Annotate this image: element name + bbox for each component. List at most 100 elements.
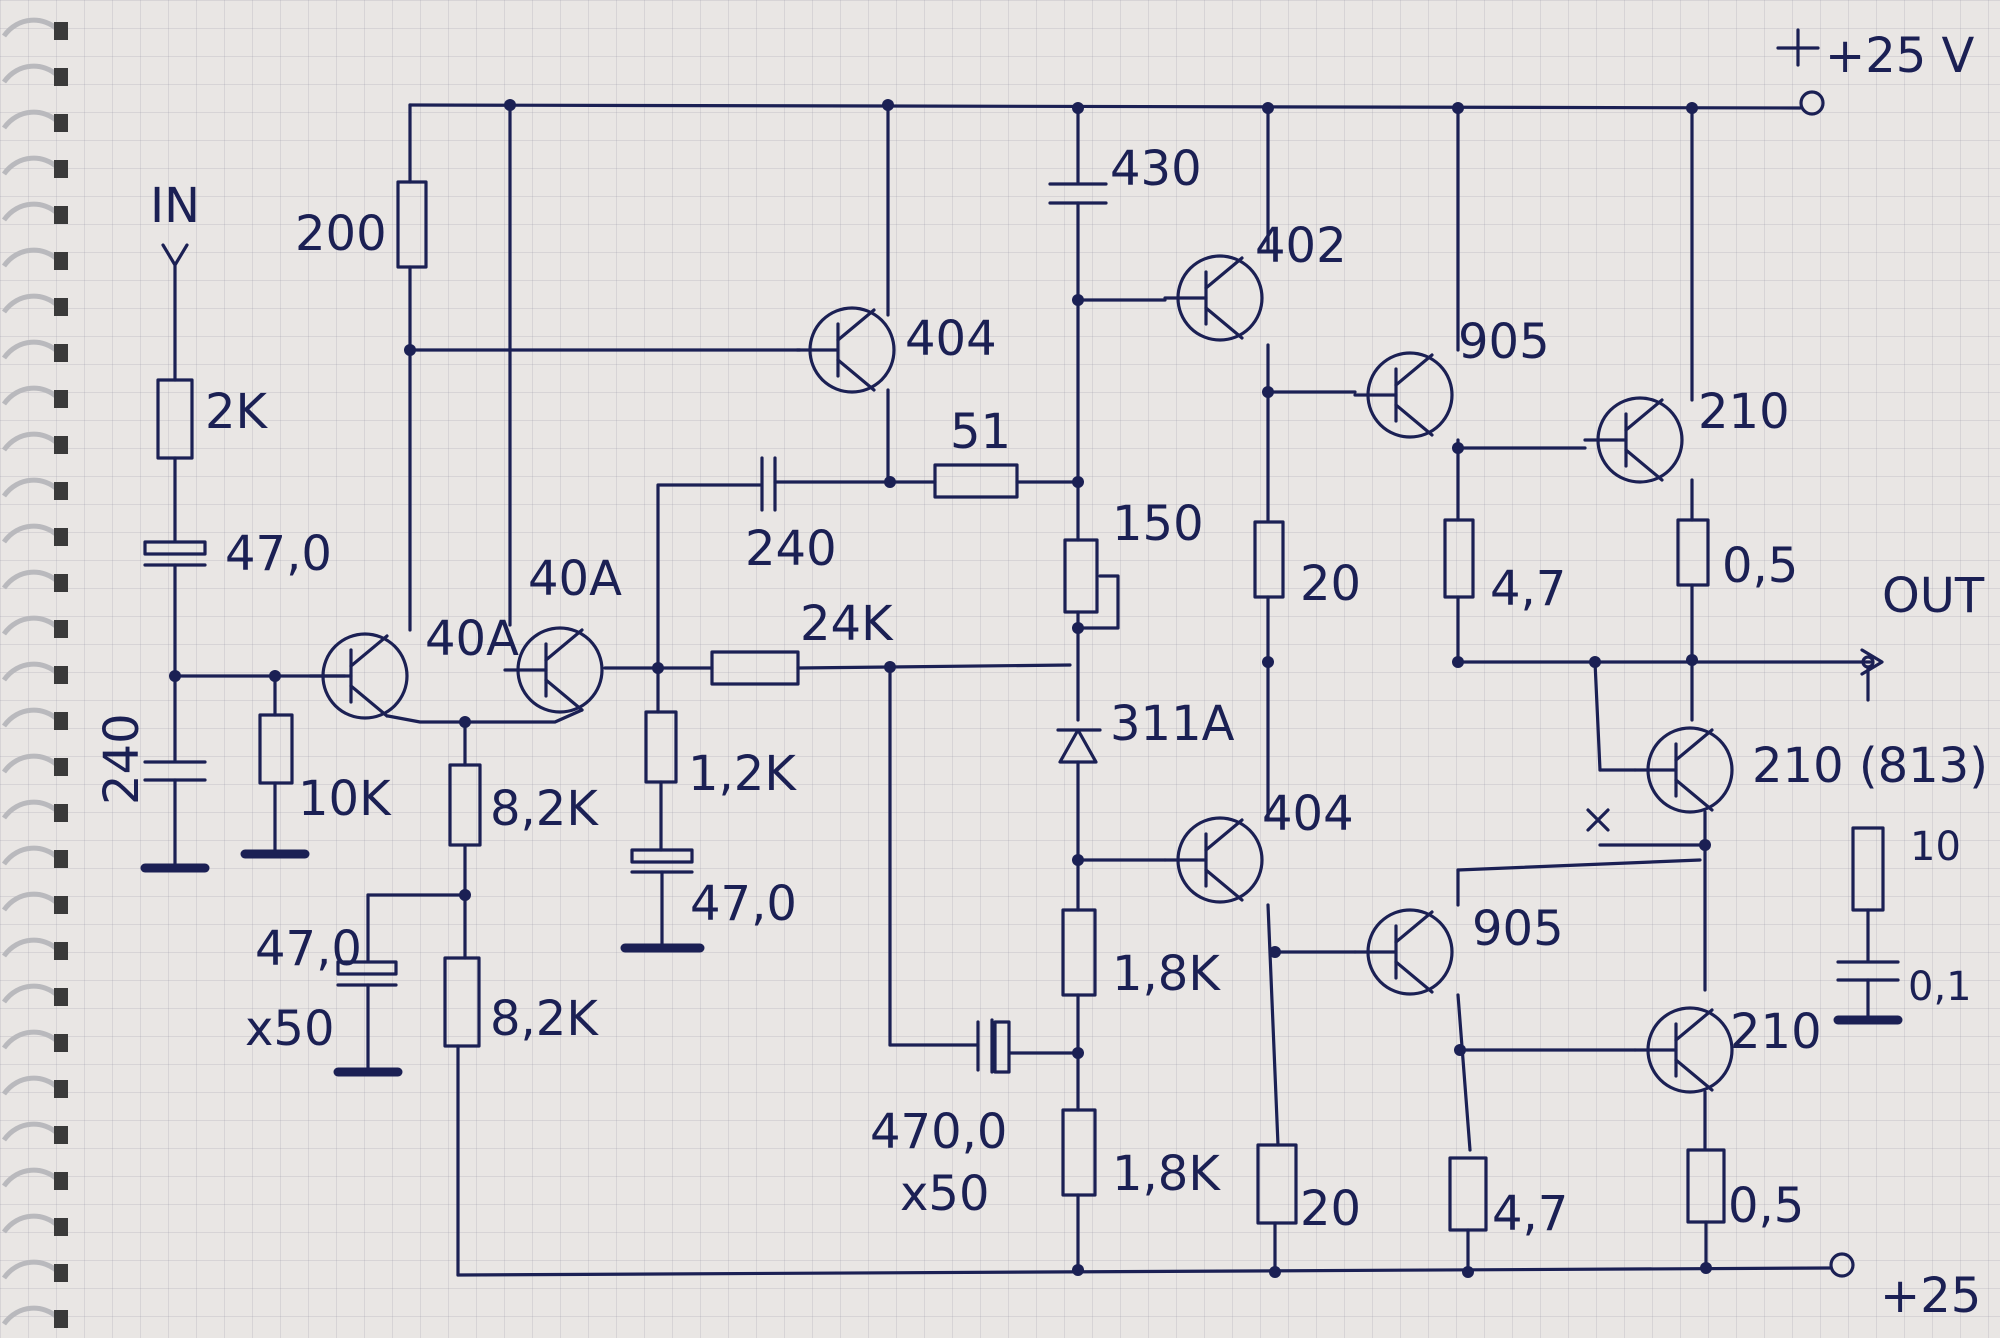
spiral-hole <box>54 482 68 500</box>
label-r-05-top: 0,5 <box>1722 538 1798 594</box>
label-c-tail: 47,0 <box>255 921 362 977</box>
label-q-out-mid: 210 (813) <box>1752 738 1988 794</box>
spiral-hole <box>54 942 68 960</box>
spiral-binding <box>1 17 68 1328</box>
spiral-hole <box>54 114 68 132</box>
output-stage <box>1456 102 1884 1274</box>
spiral-hole <box>54 1080 68 1098</box>
driver-stage <box>1076 102 1298 1278</box>
positive-rail <box>408 28 1825 116</box>
spiral-ring <box>1 799 60 820</box>
spiral-hole <box>54 436 68 454</box>
spiral-hole <box>54 1126 68 1144</box>
label-c-boot-v: x50 <box>900 1166 989 1222</box>
bias-chain <box>1048 102 1120 1276</box>
spiral-ring <box>1 569 60 590</box>
label-supply-neg: +25 <box>1880 1268 1981 1324</box>
label-c-tail-v: x50 <box>245 1001 334 1057</box>
spiral-hole <box>54 1218 68 1236</box>
spiral-hole <box>54 1264 68 1282</box>
label-c-boot: 470,0 <box>870 1104 1007 1160</box>
spiral-hole <box>54 712 68 730</box>
spiral-ring <box>1 1259 60 1280</box>
spiral-ring <box>1 845 60 866</box>
label-r-bias2: 1,8K <box>1112 1146 1221 1202</box>
spiral-ring <box>1 247 60 268</box>
spiral-ring <box>1 983 60 1004</box>
spiral-ring <box>1 431 60 452</box>
label-zobel-c: 0,1 <box>1908 964 1972 1010</box>
label-r-200: 200 <box>295 206 387 262</box>
spiral-hole <box>54 804 68 822</box>
spiral-hole <box>54 528 68 546</box>
spiral-ring <box>1 661 60 682</box>
label-r-in: 2K <box>205 384 269 440</box>
label-r-tail1: 8,2K <box>490 781 599 837</box>
label-q-out-bot: 210 <box>1730 1004 1822 1060</box>
spiral-ring <box>1 753 60 774</box>
spiral-ring <box>1 937 60 958</box>
label-input: IN <box>150 178 200 234</box>
label-r-20-top: 20 <box>1300 556 1361 612</box>
label-r-24k: 24K <box>800 596 894 652</box>
label-r-47-top: 4,7 <box>1490 561 1566 617</box>
spiral-hole <box>54 574 68 592</box>
label-output: OUT <box>1882 568 1985 624</box>
spiral-ring <box>1 17 60 38</box>
spiral-ring <box>1 1121 60 1142</box>
spiral-ring <box>1 1029 60 1050</box>
label-c-240: 240 <box>745 521 837 577</box>
spiral-hole <box>54 620 68 638</box>
predriver-stage <box>1266 102 1702 1278</box>
spiral-hole <box>54 298 68 316</box>
vas-stage <box>795 99 1080 1074</box>
label-r-fb: 1,2K <box>688 746 797 802</box>
spiral-hole <box>54 22 68 40</box>
label-r-05-bot: 0,5 <box>1728 1178 1804 1234</box>
spiral-ring <box>1 155 60 176</box>
spiral-hole <box>54 1034 68 1052</box>
spiral-hole <box>54 1310 68 1328</box>
spiral-ring <box>1 63 60 84</box>
zobel-network <box>1833 665 1903 1025</box>
spiral-hole <box>54 666 68 684</box>
spiral-hole <box>54 206 68 224</box>
spiral-hole <box>54 344 68 362</box>
label-pot-150: 150 <box>1112 496 1204 552</box>
input-section <box>140 243 347 873</box>
spiral-hole <box>54 758 68 776</box>
label-q-pre-bot: 905 <box>1472 901 1564 957</box>
label-r-tail2: 8,2K <box>490 991 599 1047</box>
spiral-hole <box>54 252 68 270</box>
label-r-bias1: 1,8K <box>1112 946 1221 1002</box>
spiral-ring <box>1 523 60 544</box>
spiral-ring <box>1 891 60 912</box>
spiral-ring <box>1 1075 60 1096</box>
label-q-drv-top: 402 <box>1255 218 1347 274</box>
feedback-network <box>603 456 1072 953</box>
label-c-in: 47,0 <box>225 526 332 582</box>
spiral-ring <box>1 1213 60 1234</box>
label-q-drv-bot: 404 <box>1262 786 1354 842</box>
diff-pair <box>308 99 802 1277</box>
spiral-hole <box>54 160 68 178</box>
spiral-ring <box>1 615 60 636</box>
label-r-51: 51 <box>950 404 1011 460</box>
label-q-vas: 404 <box>905 311 997 367</box>
spiral-ring <box>1 109 60 130</box>
spiral-ring <box>1 293 60 314</box>
spiral-ring <box>1 1167 60 1188</box>
component-labels: +25 V +25 IN OUT 2K 47,0 240 10K 200 40A… <box>94 28 1988 1324</box>
spiral-hole <box>54 850 68 868</box>
spiral-ring <box>1 477 60 498</box>
label-r-47-bot: 4,7 <box>1492 1186 1568 1242</box>
label-c-240-in: 240 <box>94 713 150 805</box>
spiral-ring <box>1 201 60 222</box>
spiral-hole <box>54 1172 68 1190</box>
label-q-diff2: 40A <box>528 551 622 607</box>
label-c-430: 430 <box>1110 141 1202 197</box>
negative-rail <box>456 1252 1855 1278</box>
label-r-10k: 10K <box>298 771 392 827</box>
spiral-ring <box>1 339 60 360</box>
